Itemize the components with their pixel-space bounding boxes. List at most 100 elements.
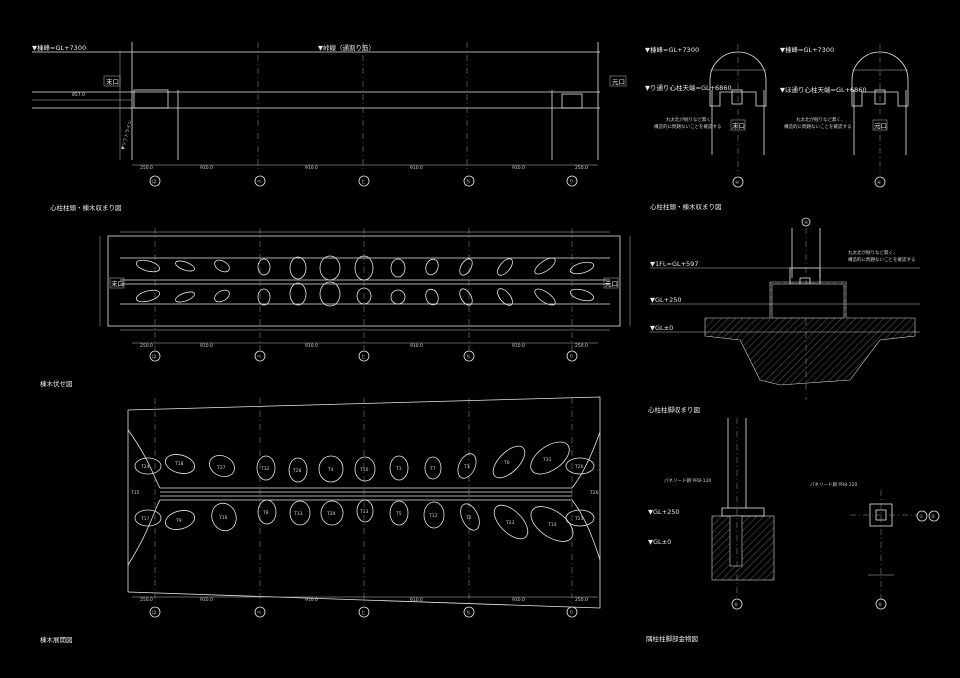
svg-text:へ: へ <box>257 610 262 616</box>
top-dim-2: 910.0 <box>200 165 213 171</box>
rm-axis: ④ <box>804 220 808 226</box>
corner-column-hardware-right <box>850 490 918 610</box>
development-bottom-labels: T17 T9 T16 T8 T33 T29 T13 T5 T12 T2 T23 … <box>140 509 584 528</box>
dev-dim-5: 910.0 <box>512 597 525 603</box>
column-head-detail-left <box>709 44 767 175</box>
plan-grid-marks: ほ へ と ち り <box>149 350 578 362</box>
top-end-right: 元口 <box>612 78 625 86</box>
top-end-right-box <box>609 75 627 87</box>
svg-text:T13: T13 <box>359 509 369 515</box>
plan-dim-3: 910.0 <box>305 343 318 349</box>
development-grid-marks: ほ へ と ち り <box>149 606 578 618</box>
svg-text:り: り <box>569 179 574 185</box>
top-grid-marks: ほ へ と ち り <box>149 175 578 187</box>
rm-level-3: ▼GL±0 <box>650 324 673 332</box>
svg-text:T5: T5 <box>395 511 402 517</box>
dev-dim-1: 250.0 <box>140 597 153 603</box>
development-top-labels: T24 T18 T27 T32 T28 T4 T10 T3 T7 T1 T6 T… <box>140 457 584 474</box>
svg-text:T28: T28 <box>292 468 302 474</box>
ridge-development-drawing <box>127 396 601 609</box>
rt-left-box <box>730 119 746 131</box>
svg-text:T6: T6 <box>503 460 510 466</box>
svg-text:T15: T15 <box>130 490 140 496</box>
plan-end-right-box <box>603 277 619 289</box>
rt-left-note-2: 構造的に問題ないことを確認する <box>654 123 722 130</box>
rm-note-1: 丸太北が掘りなど無く、 <box>848 249 898 256</box>
top-level-label: ▼棟峰=GL+7300 <box>32 43 86 52</box>
svg-text:り: り <box>569 354 574 360</box>
svg-text:り: り <box>569 610 574 616</box>
svg-text:T25: T25 <box>574 516 584 522</box>
svg-text:T2: T2 <box>465 515 472 521</box>
development-caption: 棟木展開図 <box>40 635 73 644</box>
plan-end-right: 元口 <box>605 280 618 288</box>
rt-left-note-1: 丸太北が掘りなど無く、 <box>666 116 716 123</box>
top-dim-5: 910.0 <box>512 165 525 171</box>
rt-left-axis: ④ <box>735 180 739 186</box>
svg-text:と: と <box>361 179 366 185</box>
top-end-left-box <box>103 75 121 87</box>
top-caption: 心柱柱頭・棟木収まり図 <box>50 203 122 212</box>
svg-text:と: と <box>361 610 366 616</box>
development-mid-labels: T15 T26 <box>130 490 599 496</box>
rt-right-level-mid: ▼ほ通り心柱天端=GL+6860 <box>780 85 867 94</box>
rb-axis-1-mark <box>916 510 928 522</box>
dev-dim-3: 910.0 <box>305 597 318 603</box>
svg-text:へ: へ <box>257 179 262 185</box>
svg-text:T18: T18 <box>174 461 184 467</box>
rb-left-axis: ⑥ <box>734 602 738 608</box>
plan-dim-5: 910.0 <box>512 343 525 349</box>
svg-text:T10: T10 <box>359 467 369 473</box>
svg-text:T23: T23 <box>505 520 515 526</box>
plan-end-left-box <box>109 277 125 289</box>
svg-text:T33: T33 <box>293 511 303 517</box>
svg-text:ほ: ほ <box>152 610 157 616</box>
svg-text:T9: T9 <box>175 518 182 524</box>
rt-right-box <box>872 119 888 131</box>
column-head-detail-right <box>851 44 909 175</box>
plan-dim-1: 250.0 <box>140 343 153 349</box>
rb-left-note: パネリード鋼 PR8-120 <box>664 477 711 484</box>
rt-right-level-top: ▼棟峰=GL+7300 <box>780 45 834 54</box>
plan-dim-2: 910.0 <box>200 343 213 349</box>
rt-right-box-label: 元口 <box>874 122 887 130</box>
rt-right-note-2: 構造的に問題ないことを確認する <box>784 123 852 130</box>
rt-left-axis-mark <box>732 176 744 188</box>
svg-text:T12: T12 <box>428 513 438 519</box>
svg-text:T4: T4 <box>327 467 334 473</box>
svg-text:ち: ち <box>466 354 471 360</box>
top-dim-1: 250.0 <box>140 165 153 171</box>
rm-level-1: ▼1FL=GL+597 <box>650 260 698 268</box>
svg-text:T8: T8 <box>262 510 269 516</box>
corner-column-hardware-left <box>711 418 775 610</box>
rt-left-level-mid: ▼り通り心柱天端=GL+6860 <box>645 83 732 92</box>
svg-text:T29: T29 <box>326 511 336 517</box>
rm-level-2: ▼GL+250 <box>650 296 682 304</box>
rb-axis-1: ① <box>919 514 923 520</box>
top-height-dim: 857.0 <box>72 92 85 98</box>
svg-text:T3: T3 <box>395 466 402 472</box>
svg-text:ち: ち <box>466 179 471 185</box>
top-end-left: 末口 <box>106 77 119 86</box>
rt-left-box-label: 末口 <box>732 121 745 130</box>
plan-caption: 棟木伏せ図 <box>40 379 73 388</box>
plan-dim-6: 250.0 <box>575 343 588 349</box>
rb-left-level-1: ▼GL+250 <box>648 508 680 516</box>
dev-dim-6: 250.0 <box>575 597 588 603</box>
svg-text:T27: T27 <box>216 465 226 471</box>
svg-text:ち: ち <box>466 610 471 616</box>
svg-text:と: と <box>361 354 366 360</box>
plan-dim-4: 910.0 <box>410 343 423 349</box>
svg-text:T20: T20 <box>574 464 584 470</box>
ridge-plan-drawing <box>99 228 631 350</box>
plan-end-left: 末口 <box>111 279 124 288</box>
svg-text:T1: T1 <box>463 464 470 470</box>
svg-text:T14: T14 <box>547 522 557 528</box>
svg-text:T17: T17 <box>140 516 150 522</box>
rm-note-2: 構造的に問題ないことを確認する <box>848 256 916 263</box>
rt-right-axis-mark <box>874 176 886 188</box>
top-dim-3: 910.0 <box>305 165 318 171</box>
svg-text:へ: へ <box>257 354 262 360</box>
rb-axis-2-mark <box>928 510 940 522</box>
